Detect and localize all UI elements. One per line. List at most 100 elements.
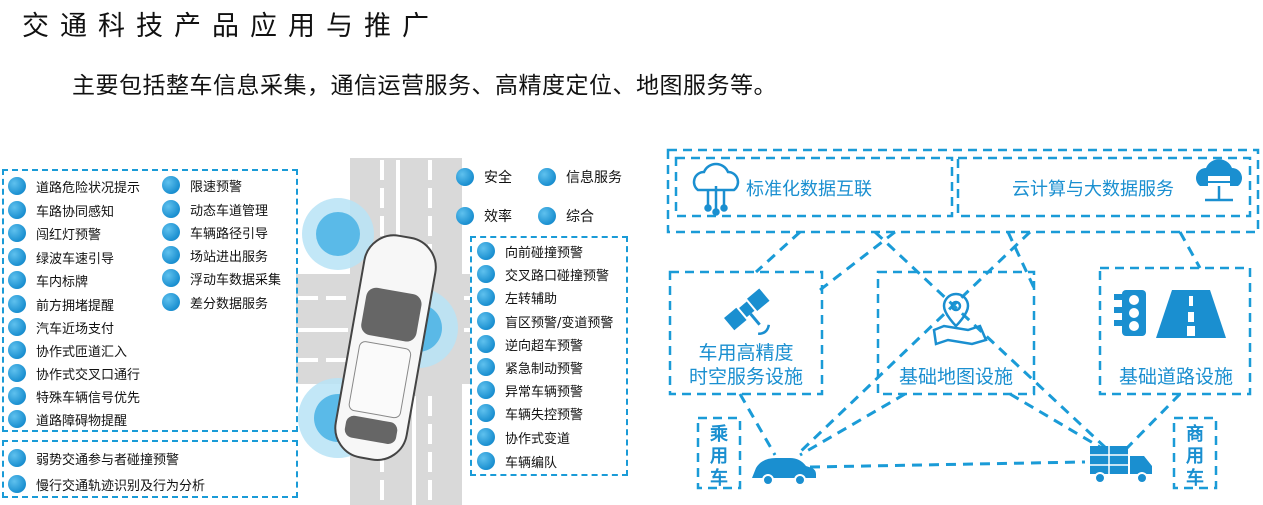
standardized-data-label: 标准化数据互联 — [746, 179, 872, 200]
list-item: 协作式匝道汇入 — [8, 339, 127, 361]
list-item: 道路障碍物提醒 — [8, 408, 127, 430]
road-box-label: 基础道路设施 — [1119, 366, 1233, 388]
legend-item: 信息服务 — [538, 166, 622, 188]
commercial-vehicle-char-2: 用 — [1186, 446, 1204, 467]
list-item-label: 场站进出服务 — [190, 249, 269, 265]
list-item: 协作式交叉口通行 — [8, 362, 140, 384]
bullet-dot-icon — [477, 428, 495, 446]
legend-item: 综合 — [538, 205, 594, 227]
bullet-dot-icon — [456, 207, 474, 225]
dashed-frames — [666, 148, 1260, 490]
list-item-label: 差分数据服务 — [190, 296, 269, 312]
list-item: 车路协同感知 — [8, 199, 114, 221]
list-item: 场站进出服务 — [162, 244, 268, 266]
list-item-label: 交叉路口碰撞预警 — [505, 268, 610, 284]
bullet-dot-icon — [538, 207, 556, 225]
bullet-dot-icon — [8, 475, 26, 493]
list-item: 特殊车辆信号优先 — [8, 385, 140, 407]
map-box-label: 基础地图设施 — [899, 366, 1013, 388]
legend-label: 信息服务 — [566, 170, 622, 186]
truck-icon — [1090, 446, 1152, 484]
bullet-dot-icon — [8, 201, 26, 219]
list-item-label: 协作式交叉口通行 — [36, 367, 141, 383]
list-item-label: 慢行交通轨迹识别及行为分析 — [36, 478, 206, 494]
bullet-dot-icon — [477, 288, 495, 306]
list-a-box — [2, 169, 298, 432]
list-item-label: 弱势交通参与者碰撞预警 — [36, 452, 180, 468]
list-item: 左转辅助 — [477, 286, 557, 308]
map-pin-icon — [932, 292, 988, 346]
cloud-bigdata-label: 云计算与大数据服务 — [1012, 179, 1174, 200]
commercial-vehicle-char-3: 车 — [1186, 467, 1204, 489]
list-d-box — [470, 236, 628, 476]
list-item-label: 动态车道管理 — [190, 203, 269, 219]
list-item-label: 道路障碍物提醒 — [36, 413, 128, 429]
list-item: 向前碰撞预警 — [477, 240, 583, 262]
list-item: 逆向超车预警 — [477, 333, 583, 355]
bullet-dot-icon — [8, 248, 26, 266]
bullet-dot-icon — [162, 200, 180, 218]
bullet-dot-icon — [162, 293, 180, 311]
list-item-label: 车辆编队 — [505, 455, 558, 471]
list-item-label: 道路危险状况提示 — [36, 180, 141, 196]
list-item: 道路危险状况提示 — [8, 175, 140, 197]
bullet-dot-icon — [8, 295, 26, 313]
passenger-car-char-3: 车 — [710, 467, 728, 489]
satellite-icon — [724, 288, 771, 336]
list-item-label: 协作式匝道汇入 — [36, 344, 128, 360]
legend-item: 安全 — [456, 166, 512, 188]
bullet-dot-icon — [162, 246, 180, 264]
list-item: 交叉路口碰撞预警 — [477, 263, 609, 285]
bullet-dot-icon — [8, 318, 26, 336]
list-item: 弱势交通参与者碰撞预警 — [8, 447, 179, 469]
bullet-dot-icon — [538, 168, 556, 186]
bullet-dot-icon — [477, 242, 495, 260]
list-item: 绿波车速引导 — [8, 246, 114, 268]
gnss-box-line1: 车用高精度 — [698, 342, 793, 364]
page-subtitle: 主要包括整车信息采集，通信运营服务、高精度定位、地图服务等。 — [72, 73, 777, 99]
legend-item: 效率 — [456, 205, 512, 227]
list-item-label: 汽车近场支付 — [36, 321, 115, 337]
list-item: 动态车道管理 — [162, 198, 268, 220]
bullet-dot-icon — [8, 387, 26, 405]
list-item-label: 闯红灯预警 — [36, 227, 102, 243]
list-item: 前方拥堵提醒 — [8, 293, 114, 315]
list-item-label: 前方拥堵提醒 — [36, 298, 115, 314]
bullet-dot-icon — [477, 265, 495, 283]
bullet-dot-icon — [8, 410, 26, 428]
legend-label: 效率 — [484, 209, 512, 225]
gnss-box-line2: 时空服务设施 — [689, 366, 803, 388]
list-item: 紧急制动预警 — [477, 356, 583, 378]
bullet-dot-icon — [8, 271, 26, 289]
bullet-dot-icon — [162, 223, 180, 241]
connection-lines — [738, 230, 1202, 469]
road-icon — [1156, 290, 1226, 338]
bullet-dot-icon — [8, 341, 26, 359]
list-item-label: 盲区预警/变道预警 — [505, 315, 614, 331]
bullet-dot-icon — [8, 224, 26, 242]
bullet-dot-icon — [8, 449, 26, 467]
list-item-label: 特殊车辆信号优先 — [36, 390, 141, 406]
list-item-label: 逆向超车预警 — [505, 338, 584, 354]
list-item: 盲区预警/变道预警 — [477, 310, 613, 332]
server-cloud-icon — [1196, 159, 1242, 202]
passenger-car-char-1: 乘 — [709, 424, 728, 445]
list-item-label: 车辆路径引导 — [190, 226, 269, 242]
list-item: 异常车辆预警 — [477, 379, 583, 401]
bullet-dot-icon — [456, 168, 474, 186]
list-item: 车辆编队 — [477, 450, 557, 472]
list-item: 浮动车数据采集 — [162, 267, 281, 289]
bullet-dot-icon — [162, 269, 180, 287]
list-item: 车内标牌 — [8, 269, 88, 291]
bullet-dot-icon — [477, 381, 495, 399]
list-item-label: 左转辅助 — [505, 291, 558, 307]
list-item-label: 协作式变道 — [505, 431, 571, 447]
list-item-label: 绿波车速引导 — [36, 251, 115, 267]
bullet-dot-icon — [162, 176, 180, 194]
list-item: 协作式变道 — [477, 426, 570, 448]
bullet-dot-icon — [477, 404, 495, 422]
bullet-dot-icon — [8, 364, 26, 382]
list-item-label: 限速预警 — [190, 179, 243, 195]
page-title: 交通科技产品应用与推广 — [22, 11, 440, 42]
